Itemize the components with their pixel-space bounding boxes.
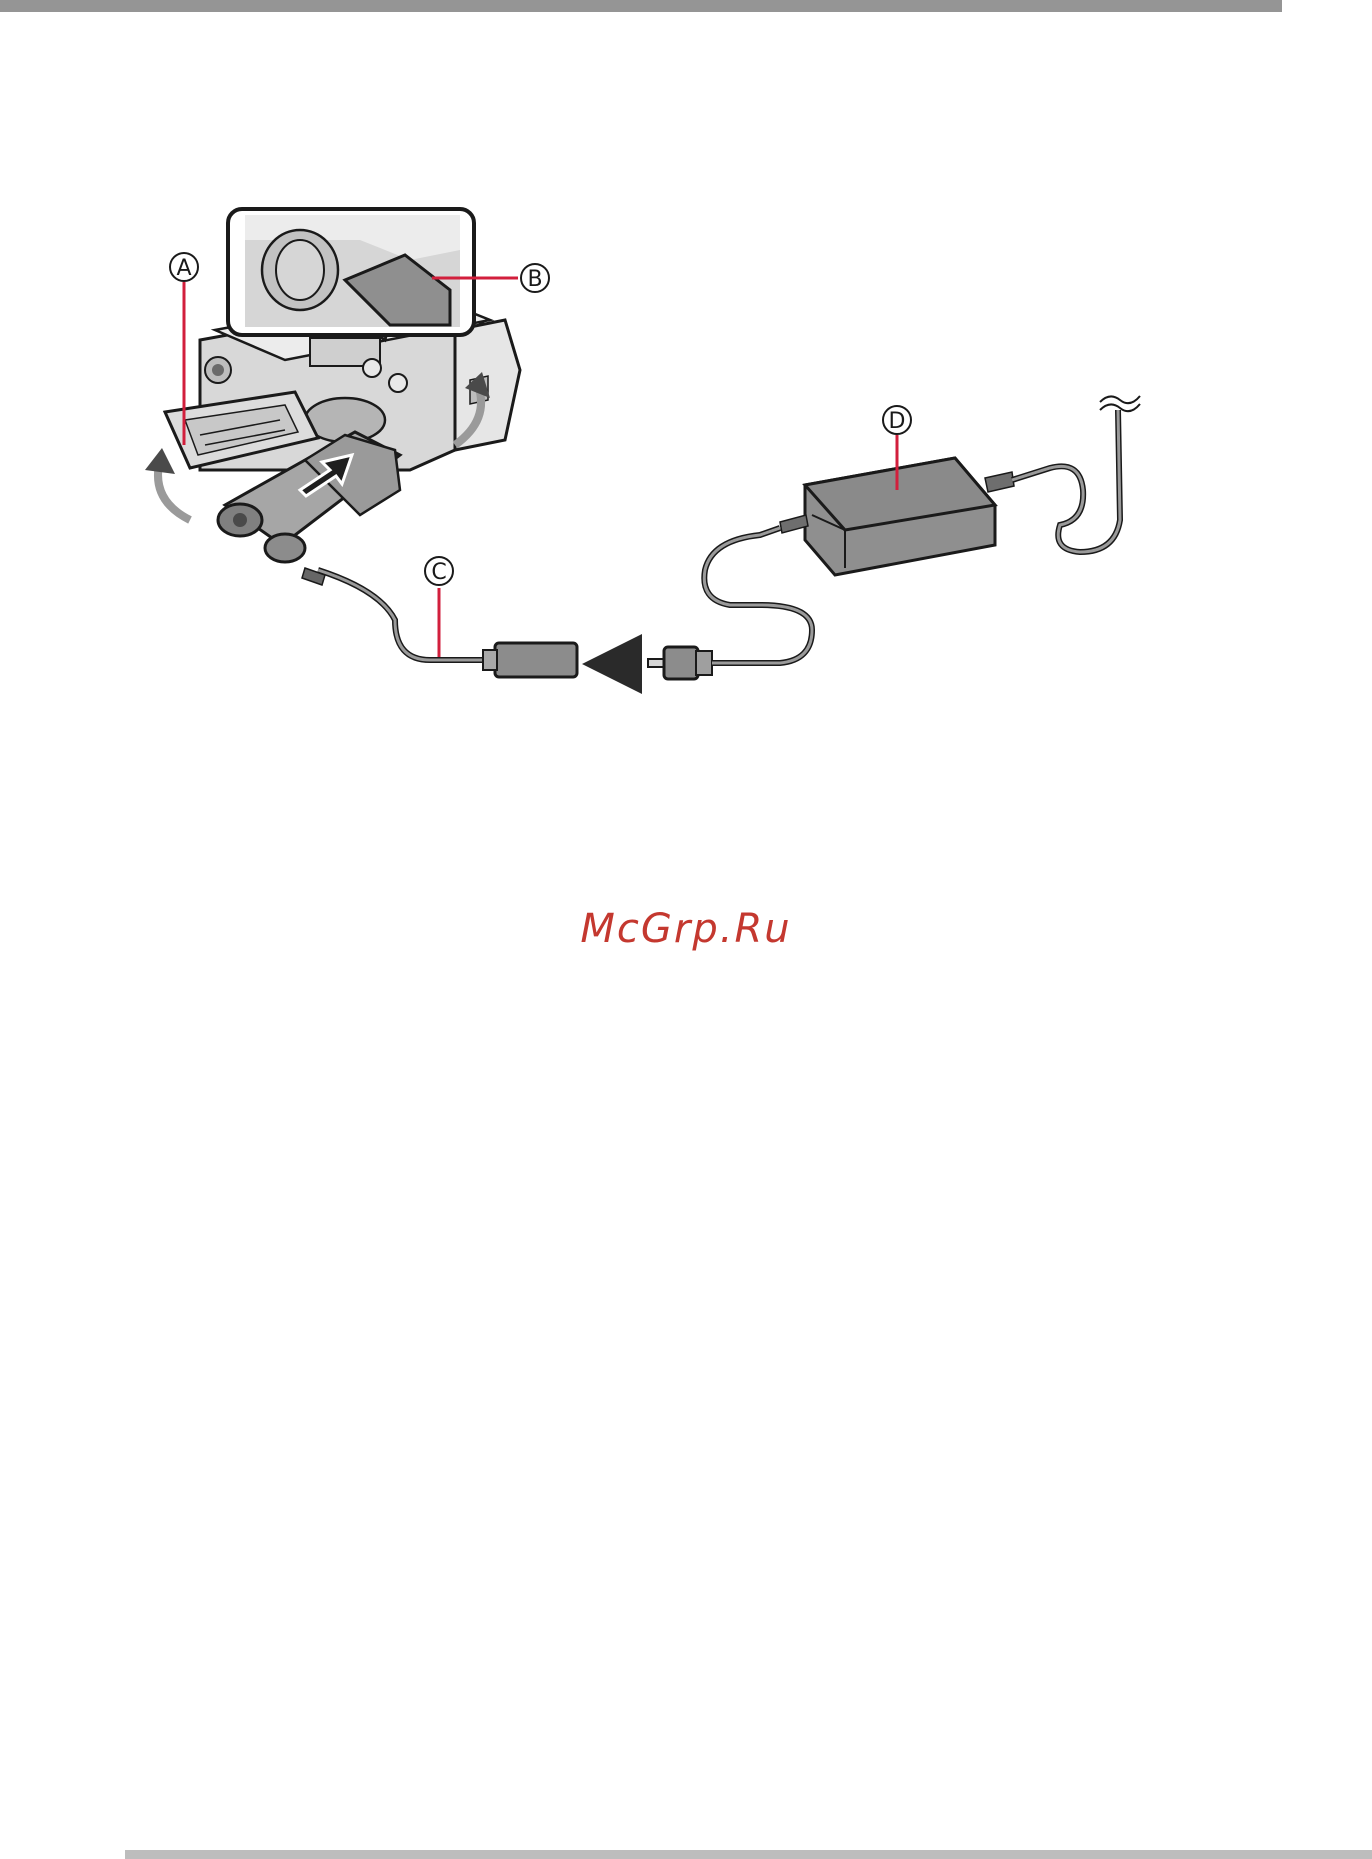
callout-b-label: B (527, 267, 542, 292)
bottom-rule (125, 1850, 1372, 1859)
connection-illustration: A B C D (0, 0, 1372, 720)
ac-cord (1012, 410, 1120, 552)
callout-d: D (883, 406, 911, 434)
callout-a: A (170, 253, 198, 281)
coupler-connector (495, 643, 577, 677)
callout-b: B (521, 264, 549, 292)
watermark: McGrp.Ru (0, 906, 1372, 952)
callout-d-label: D (889, 409, 906, 434)
callout-c-label: C (431, 560, 446, 585)
adaptor-plug (648, 647, 712, 679)
callout-c: C (425, 557, 453, 585)
coupler-cable (318, 570, 495, 660)
detail-inset (228, 209, 474, 340)
callout-a-label: A (176, 256, 191, 281)
